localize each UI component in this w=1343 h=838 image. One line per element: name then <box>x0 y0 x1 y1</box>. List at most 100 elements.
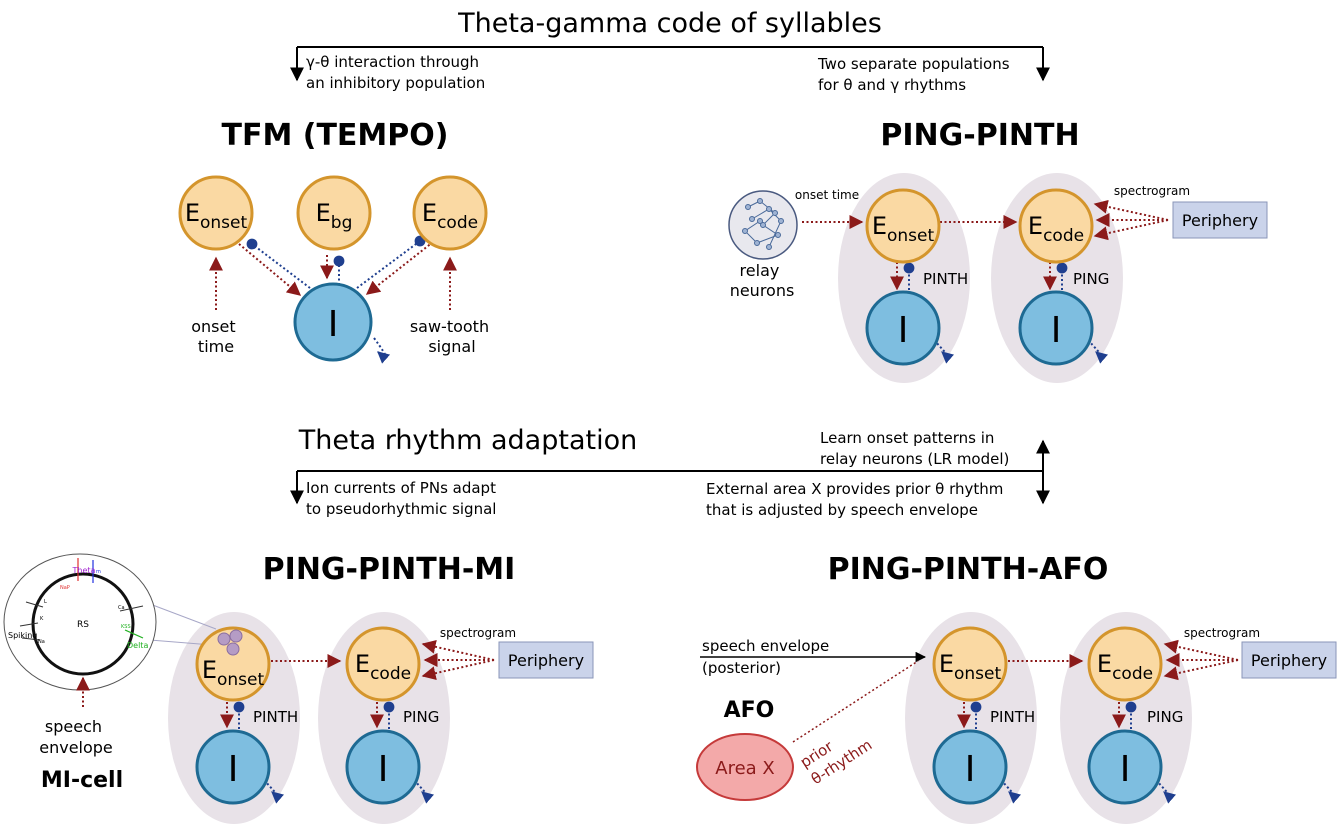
top-right-branch-label: Two separate populations for θ and γ rhy… <box>817 55 1014 94</box>
mid-right-down-branch-label: External area X provides prior θ rhythm … <box>706 480 1008 519</box>
pp-spectrogram-label: spectrogram <box>1114 184 1190 198</box>
pp-pinth-i-self-loop <box>933 339 955 364</box>
afo-label: AFO <box>724 698 775 723</box>
tfm-onset-to-i-link <box>238 243 302 296</box>
relay-neurons-label: relay neurons <box>730 261 795 300</box>
mid-branch-lines <box>290 439 1050 505</box>
svg-text:Eonset: Eonset <box>202 656 265 690</box>
tfm-sawtooth-label: saw-tooth signal <box>410 317 494 356</box>
pp-e-code-node: Ecode <box>1018 188 1094 264</box>
tfm-code-to-i-link <box>365 241 434 295</box>
afo-pinth-label: PINTH <box>990 708 1035 726</box>
svg-text:I: I <box>965 749 976 790</box>
svg-text:L: L <box>44 599 47 605</box>
pp-onset-time-label: onset time <box>795 188 859 202</box>
tfm-i-to-code-link <box>356 235 426 289</box>
tfm-title: TFM (TEMPO) <box>222 118 449 153</box>
svg-text:KSS: KSS <box>121 624 131 630</box>
ping-pinth-afo-model: PING-PINTH-AFO speech envelope (posterio… <box>696 552 1337 824</box>
svg-text:m: m <box>96 569 101 575</box>
afo-spectrogram-label: spectrogram <box>1184 626 1260 640</box>
svg-text:NaP: NaP <box>60 585 70 591</box>
svg-text:I: I <box>328 304 339 345</box>
pp-ping-i-self-loop <box>1087 339 1109 364</box>
ping-pinth-mi-model: PING-PINTH-MI RS NaP m Theta Ca KSS Delt… <box>3 552 594 824</box>
top-title: Theta-gamma code of syllables <box>457 8 882 39</box>
svg-text:Ecode: Ecode <box>355 650 411 684</box>
mi-spectrogram-label: spectrogram <box>440 626 516 640</box>
svg-text:Periphery: Periphery <box>508 651 584 670</box>
svg-text:I: I <box>898 310 909 351</box>
afo-ping-label: PING <box>1147 708 1183 726</box>
afo-periphery-to-code-1 <box>1163 639 1239 661</box>
relay-neurons-icon <box>728 190 798 260</box>
tfm-i-self-loop <box>373 337 391 364</box>
mi-ping-label: PING <box>403 708 439 726</box>
tfm-i-to-onset-link <box>246 238 311 289</box>
afo-e-code-node: Ecode <box>1087 626 1163 702</box>
pp-periphery-box: Periphery <box>1172 201 1268 239</box>
ping-pinth-title: PING-PINTH <box>880 118 1079 153</box>
svg-text:RS: RS <box>77 620 89 630</box>
svg-text:I: I <box>228 749 239 790</box>
mi-pinth-i-self-loop <box>263 779 285 804</box>
tfm-model: TFM (TEMPO) Eonset Ebg Ecode <box>178 118 494 364</box>
svg-text:Ecode: Ecode <box>1028 212 1084 246</box>
mid-left-branch-label: Ion currents of PNs adapt to pseudorhyth… <box>306 479 501 518</box>
afo-ping-i-node: I <box>1087 729 1163 805</box>
svg-text:Periphery: Periphery <box>1182 211 1258 230</box>
tfm-onset-time-label: onset time <box>191 317 240 356</box>
svg-text:Ebg: Ebg <box>316 199 353 233</box>
afo-e-onset-node: Eonset <box>932 626 1008 702</box>
pp-pinth-i-node: I <box>865 290 941 366</box>
svg-text:Ecode: Ecode <box>1097 650 1153 684</box>
svg-text:Eonset: Eonset <box>939 650 1002 684</box>
tfm-i-node: I <box>293 282 373 362</box>
top-left-branch-label: γ-θ interaction through an inhibitory po… <box>306 53 485 92</box>
svg-text:Na: Na <box>38 639 45 645</box>
svg-text:Spiking: Spiking <box>8 631 37 640</box>
mi-cell-inset: RS NaP m Theta Ca KSS Delta L K Na Spiki… <box>3 553 217 691</box>
mi-periphery-to-code-1 <box>421 639 495 661</box>
afo-periphery-to-code-3 <box>1163 659 1239 681</box>
ping-pinth-model: PING-PINTH relay neurons <box>728 118 1268 383</box>
svg-text:Periphery: Periphery <box>1251 651 1327 670</box>
mi-e-code-node: Ecode <box>345 626 421 702</box>
pp-e-onset-node: Eonset <box>865 188 941 264</box>
pp-periphery-to-code-1 <box>1093 199 1169 221</box>
mi-pinth-i-node: I <box>195 729 271 805</box>
pp-ping-i-node: I <box>1018 290 1094 366</box>
pp-pinth-label: PINTH <box>923 270 968 288</box>
afo-posterior-label: (posterior) <box>702 659 781 677</box>
tfm-e-code-node: Ecode <box>412 175 488 251</box>
pp-periphery-to-code-3 <box>1093 219 1169 241</box>
svg-text:I: I <box>378 749 389 790</box>
svg-text:Ca: Ca <box>118 605 125 611</box>
mi-e-onset-node: Eonset <box>195 626 271 702</box>
afo-pinth-i-node: I <box>932 729 1008 805</box>
afo-ping-i-self-loop <box>1155 779 1177 804</box>
svg-text:Area X: Area X <box>715 758 774 779</box>
svg-text:Theta: Theta <box>72 566 96 575</box>
tfm-e-bg-node: Ebg <box>296 175 372 251</box>
afo-speech-envelope-label: speech envelope <box>702 637 829 655</box>
mi-periphery-box: Periphery <box>498 641 594 679</box>
svg-text:Eonset: Eonset <box>872 212 935 246</box>
mi-pinth-label: PINTH <box>253 708 298 726</box>
mid-right-up-branch-label: Learn onset patterns in relay neurons (L… <box>820 429 1009 468</box>
afo-prior-label: prior θ-rhythm <box>797 719 875 788</box>
mi-ping-i-self-loop <box>413 779 435 804</box>
afo-title: PING-PINTH-AFO <box>828 552 1109 587</box>
svg-text:Delta: Delta <box>127 641 148 650</box>
mi-speech-envelope-label: speech envelope <box>39 717 113 757</box>
pp-ping-label: PING <box>1073 270 1109 288</box>
svg-text:I: I <box>1120 749 1131 790</box>
svg-text:Ecode: Ecode <box>422 199 478 233</box>
afo-area-x-to-line <box>792 660 919 743</box>
mid-title: Theta rhythm adaptation <box>298 425 637 456</box>
svg-text:I: I <box>1051 310 1062 351</box>
mi-periphery-to-code-3 <box>421 659 495 681</box>
mi-ping-i-node: I <box>345 729 421 805</box>
area-x-node: Area X <box>696 733 794 801</box>
